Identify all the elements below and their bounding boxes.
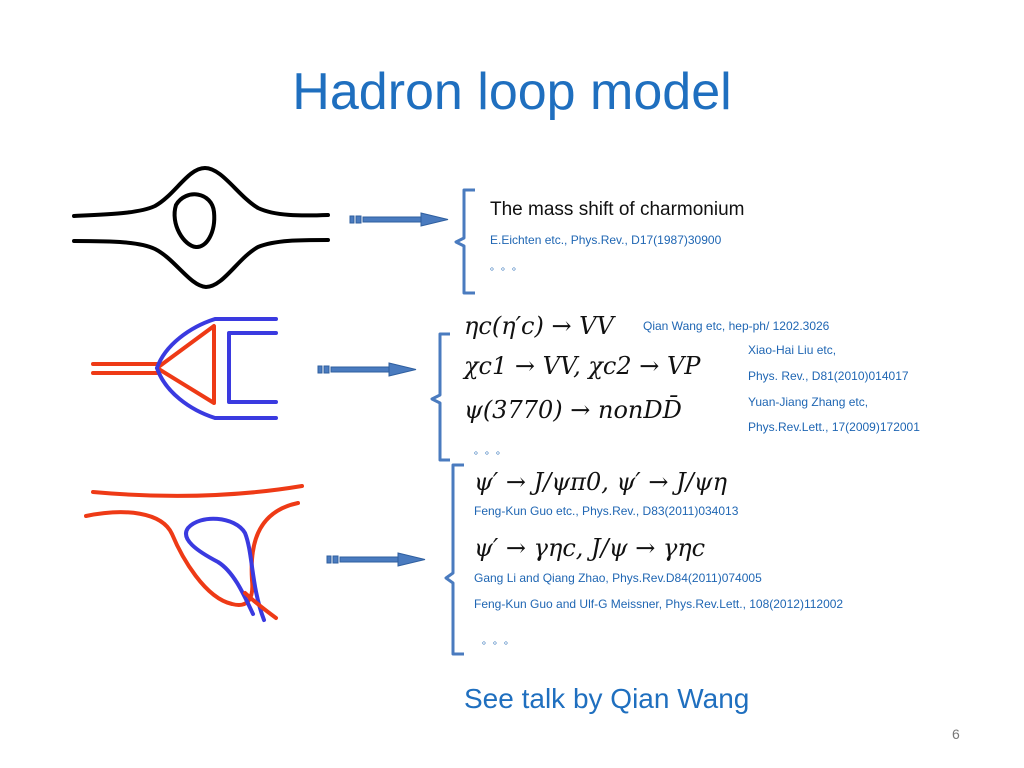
formula-radiative-decays: ψ′ → γηc, J/ψ → γηc bbox=[474, 534, 706, 562]
red-top-line bbox=[91, 484, 304, 498]
red-left-curve bbox=[84, 501, 300, 607]
bracket-3 bbox=[444, 463, 464, 656]
loop-diagram-1 bbox=[72, 165, 330, 290]
section3-ref-3: Feng-Kun Guo and Ulf-G Meissner, Phys.Re… bbox=[474, 597, 844, 611]
page-number: 6 bbox=[952, 726, 960, 742]
see-talk-note: See talk by Qian Wang bbox=[464, 683, 750, 714]
loop-diagram-2 bbox=[91, 317, 278, 420]
blue-wrap bbox=[155, 317, 278, 420]
formula-psi-3770: ψ(3770) → nonDD̄ bbox=[464, 396, 682, 424]
section2-ref-1: Qian Wang etc, hep-ph/ 1202.3026 bbox=[643, 319, 830, 333]
section3-ref-1: Feng-Kun Guo etc., Phys.Rev., D83(2011)0… bbox=[474, 504, 739, 518]
red-tail bbox=[243, 591, 278, 620]
section3-ref-2: Gang Li and Qiang Zhao, Phys.Rev.D84(201… bbox=[474, 571, 762, 585]
loop-diagram-3 bbox=[84, 484, 304, 622]
section3-ellipsis: 。。。 bbox=[482, 636, 520, 647]
formula-chi-c: χc1 → VV, χc2 → VP bbox=[464, 352, 701, 380]
section1-heading: The mass shift of charmonium bbox=[490, 199, 745, 220]
section2-ref-3: Phys. Rev., D81(2010)014017 bbox=[748, 369, 909, 383]
section1-ref-1: E.Eichten etc., Phys.Rev., D17(1987)3090… bbox=[490, 233, 722, 247]
red-triangle bbox=[155, 324, 216, 405]
section1-ellipsis: 。。。 bbox=[490, 262, 528, 273]
outer-upper-line bbox=[72, 165, 330, 218]
arrow-1 bbox=[349, 212, 449, 227]
bracket-1 bbox=[454, 188, 475, 295]
blue-loop bbox=[184, 516, 266, 622]
formula-psi-prime-decays: ψ′ → J/ψπ0, ψ′ → J/ψη bbox=[474, 468, 728, 496]
slide-title: Hadron loop model bbox=[292, 63, 732, 121]
section2-ref-4: Yuan-Jiang Zhang etc, bbox=[748, 395, 869, 409]
blue-bracket bbox=[227, 331, 278, 404]
bracket-2 bbox=[430, 332, 450, 462]
section2-ref-5: Phys.Rev.Lett., 17(2009)172001 bbox=[748, 420, 920, 434]
section2-ref-2: Xiao-Hai Liu etc, bbox=[748, 343, 837, 357]
arrow-3 bbox=[326, 552, 426, 567]
formula-eta-c: ηc(η′c) → VV bbox=[464, 312, 614, 340]
arrow-2 bbox=[317, 362, 417, 377]
inner-loop bbox=[172, 192, 217, 249]
section2-ellipsis: 。。。 bbox=[474, 446, 512, 457]
outer-lower-line bbox=[72, 238, 330, 290]
